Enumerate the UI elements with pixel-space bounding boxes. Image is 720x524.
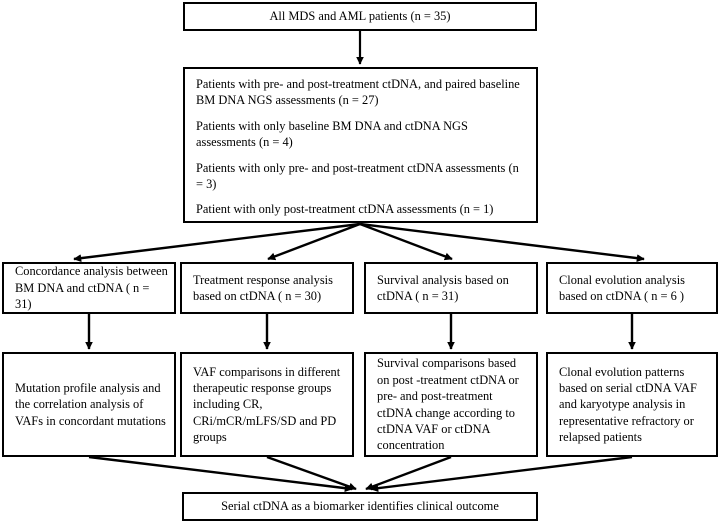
box-conclusion-label: Serial ctDNA as a biomarker identifies c… (221, 499, 499, 514)
arrow-cohort-to-clonal-evolution (359, 222, 645, 262)
arrow-cohort-to-treatment-response (267, 222, 361, 261)
box-concordance-analysis-label: Concordance analysis between BM DNA and … (15, 264, 168, 312)
box-survival-analysis: Survival analysis based on ctDNA ( n = 3… (364, 262, 538, 314)
box-vaf-comparisons-detail: VAF comparisons in different therapeutic… (180, 352, 354, 457)
arrow-mutation-profile-to-conclusion (88, 455, 353, 493)
box-cohort-breakdown: Patients with pre- and post-treatment ct… (183, 67, 538, 223)
arrow-cohort-to-concordance (73, 222, 361, 262)
arrow-clonal-patterns-to-conclusion (370, 455, 633, 492)
cohort-paragraph-1: Patients with pre- and post-treatment ct… (196, 77, 520, 108)
arrow-survival-comparisons-to-conclusion (365, 455, 452, 491)
box-survival-comparisons-detail-label: Survival comparisons based on post -trea… (377, 356, 519, 453)
box-survival-analysis-label: Survival analysis based on ctDNA ( n = 3… (377, 272, 509, 303)
box-survival-comparisons-detail: Survival comparisons based on post -trea… (364, 352, 538, 457)
box-treatment-response-analysis: Treatment response analysis based on ctD… (180, 262, 354, 314)
cohort-paragraph-4: Patient with only post-treatment ctDNA a… (196, 202, 494, 217)
box-all-patients-label: All MDS and AML patients (n = 35) (269, 9, 451, 24)
box-all-patients: All MDS and AML patients (n = 35) (183, 2, 537, 31)
box-conclusion: Serial ctDNA as a biomarker identifies c… (182, 492, 538, 521)
box-concordance-analysis: Concordance analysis between BM DNA and … (2, 262, 176, 314)
box-clonal-evolution-patterns-detail: Clonal evolution patterns based on seria… (546, 352, 718, 457)
box-mutation-profile-detail: Mutation profile analysis and the correl… (2, 352, 176, 457)
arrow-cohort-to-survival (359, 222, 453, 261)
arrow-vaf-comparisons-to-conclusion (266, 455, 357, 491)
cohort-paragraph-3: Patients with only pre- and post-treatme… (196, 160, 519, 191)
cohort-paragraph-2: Patients with only baseline BM DNA and c… (196, 118, 468, 150)
box-mutation-profile-detail-label: Mutation profile analysis and the correl… (15, 380, 166, 428)
box-clonal-evolution-analysis-label: Clonal evolution analysis based on ctDNA… (559, 272, 685, 303)
box-treatment-response-analysis-label: Treatment response analysis based on ctD… (193, 272, 333, 303)
box-clonal-evolution-analysis: Clonal evolution analysis based on ctDNA… (546, 262, 718, 314)
box-vaf-comparisons-detail-label: VAF comparisons in different therapeutic… (193, 364, 341, 445)
box-clonal-evolution-patterns-detail-label: Clonal evolution patterns based on seria… (559, 364, 697, 445)
